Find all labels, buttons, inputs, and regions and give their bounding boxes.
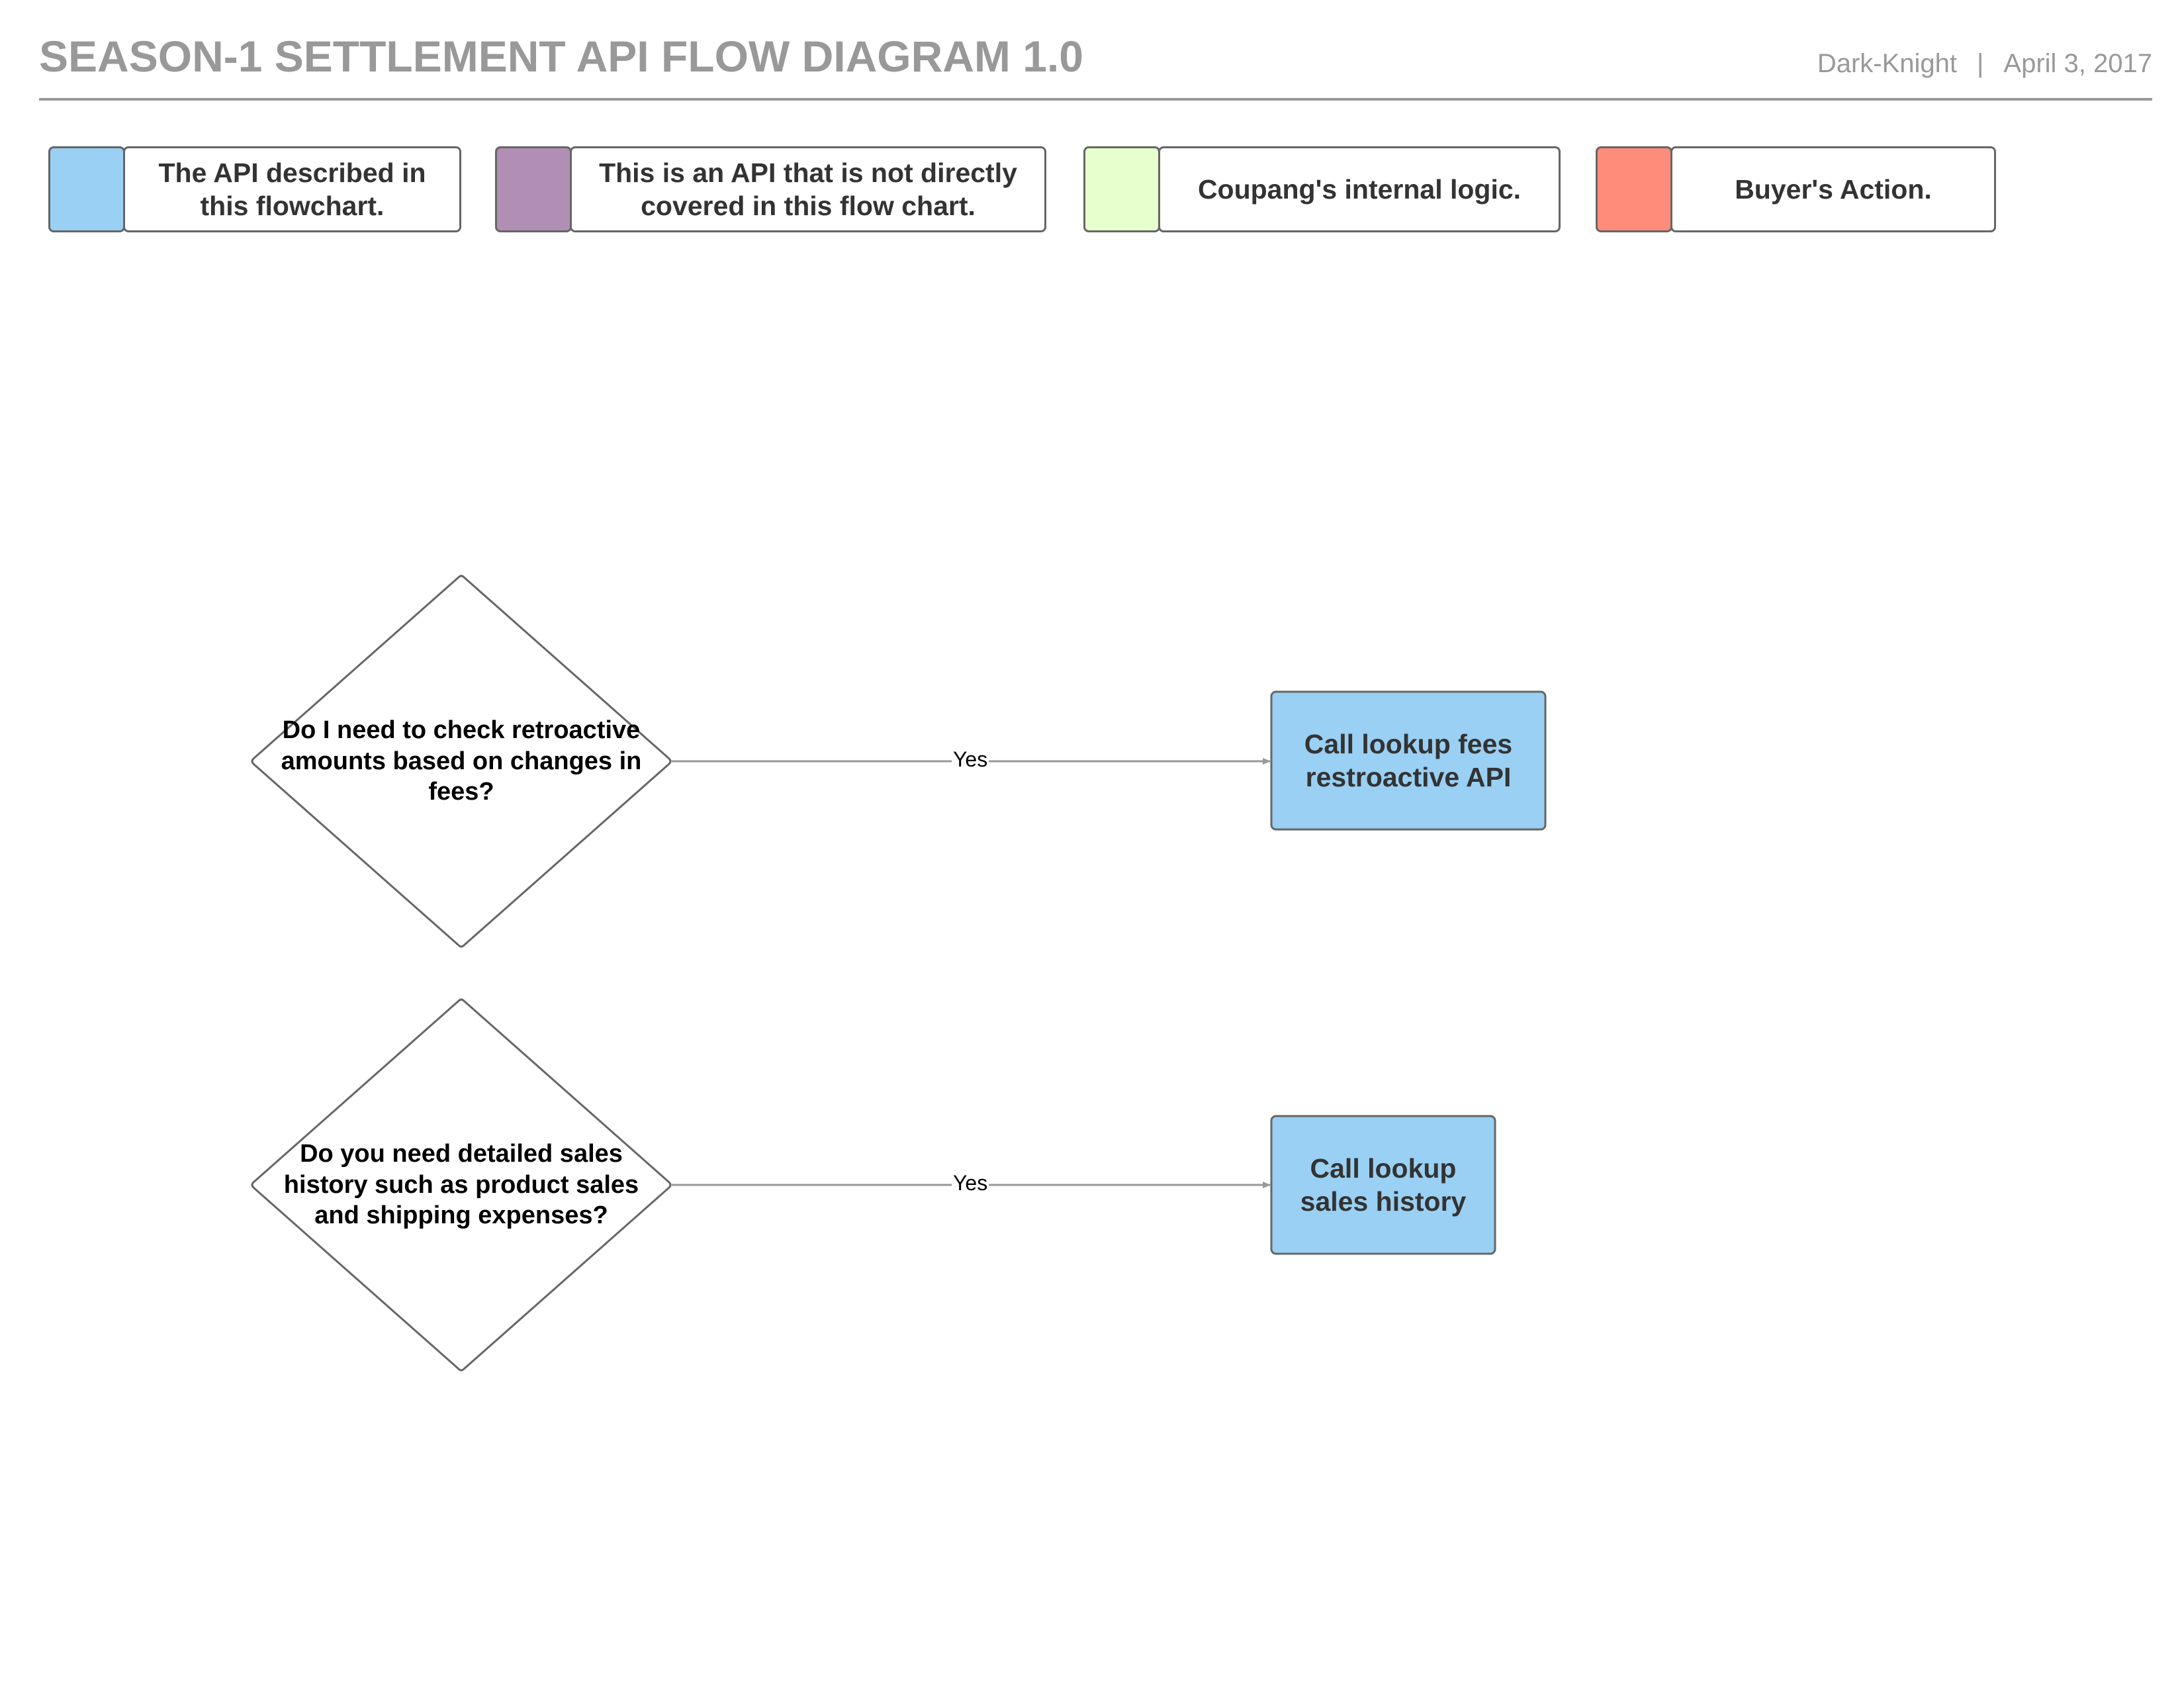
page-title: SEASON-1 SETTLEMENT API FLOW DIAGRAM 1.0 [39, 32, 1083, 81]
diagram-date: April 3, 2017 [2003, 49, 2152, 78]
legend-swatch-api [48, 146, 125, 232]
legend-label-internal-logic: Coupang's internal logic. [1158, 146, 1561, 232]
process-text-fee-retroactive: Call lookup fees restroactive API [1304, 728, 1513, 792]
edge-label-yes-sales-history: Yes [952, 1171, 989, 1195]
decision-text-sales-history: Do you need detailed sales history such … [283, 1140, 639, 1230]
meta-separator: | [1977, 49, 1984, 78]
legend-label-buyer-action: Buyer's Action. [1670, 146, 1996, 232]
author-name: Dark-Knight [1817, 49, 1958, 78]
process-box-sales-history [1270, 1115, 1496, 1255]
legend-swatch-buyer-action [1596, 146, 1672, 232]
edge-label-yes-fee-retroactive: Yes [952, 747, 989, 771]
process-box-fee-retroactive [1270, 690, 1547, 831]
process-text-sales-history: Call lookup sales history [1300, 1152, 1467, 1217]
legend-swatch-internal-logic [1083, 146, 1160, 232]
legend-swatch-external-api [495, 146, 572, 232]
legend-label-api: The API described in this flowchart. [123, 146, 461, 232]
decision-text-fee-retroactive: Do I need to check retroactive amounts b… [281, 716, 642, 806]
decision-diamond-fee-retroactive [251, 575, 672, 948]
page-meta: Dark-Knight | April 3, 2017 [1817, 50, 2152, 77]
decision-diamond-sales-history [251, 998, 672, 1372]
legend-label-external-api: This is an API that is not directly cove… [570, 146, 1046, 232]
header-rule [39, 98, 2152, 101]
